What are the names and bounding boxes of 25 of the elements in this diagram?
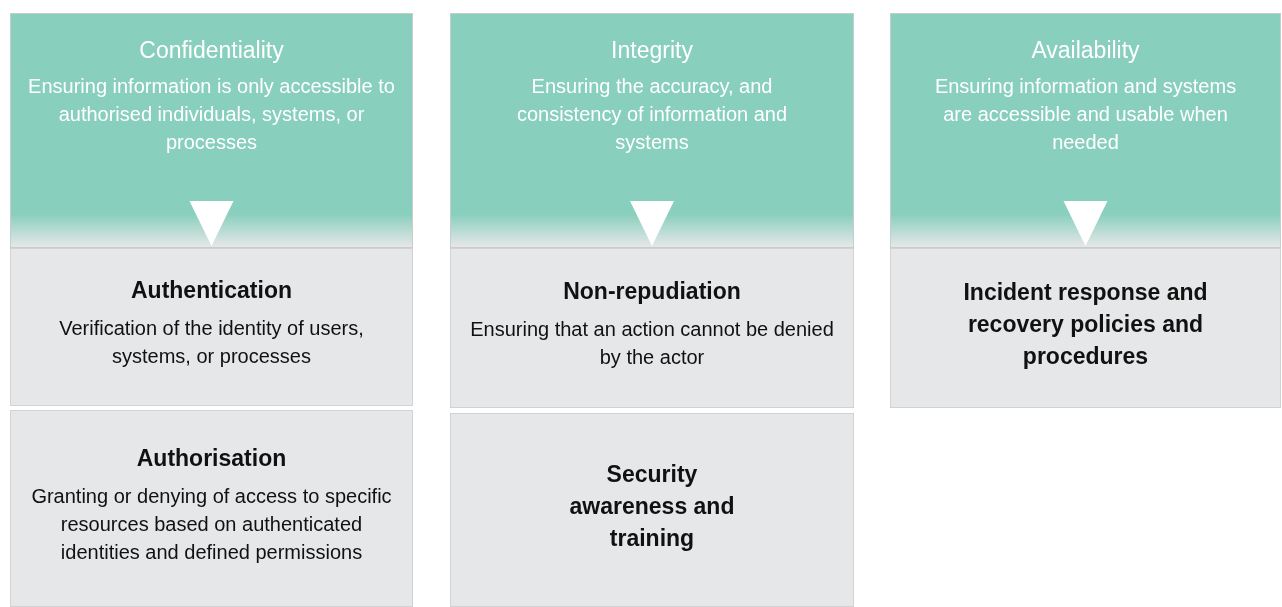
down-arrow xyxy=(630,201,674,246)
down-arrow xyxy=(1063,201,1108,246)
category-title: Confidentiality xyxy=(139,36,284,64)
control-title: Authorisation xyxy=(136,443,287,472)
category-header-box xyxy=(450,13,854,248)
description-text: Verification of the identity of users, systems, or processes xyxy=(58,316,365,369)
control-box xyxy=(450,413,854,607)
down-arrow xyxy=(189,201,234,246)
control-box xyxy=(450,248,854,408)
category-title: Integrity xyxy=(611,36,693,64)
control-title: Incident response and recovery policies and procedures xyxy=(962,278,1209,371)
category-header-box xyxy=(10,13,413,248)
description-text: Ensuring information and systems are accessible and usable when needed xyxy=(933,74,1238,155)
description-text: Granting or denying of access to specific resources based on authenticated identities and defined permissions xyxy=(30,483,393,565)
category-header-box xyxy=(890,13,1281,248)
control-title: Security awareness and training xyxy=(568,460,736,553)
description-text: Ensuring the accuracy, and consistency of information and systems xyxy=(515,74,789,155)
description-text: Ensuring that an action cannot be denied by the actor xyxy=(469,317,835,370)
control-box xyxy=(10,410,413,607)
control-title: Authentication xyxy=(131,276,292,304)
control-title: Non-repudiation xyxy=(563,277,741,305)
description-text: Ensuring information is only accessible to authorised individuals, systems, or processes xyxy=(27,74,396,155)
control-box xyxy=(890,248,1281,408)
control-box xyxy=(10,248,413,406)
category-title: Availability xyxy=(1031,36,1140,64)
